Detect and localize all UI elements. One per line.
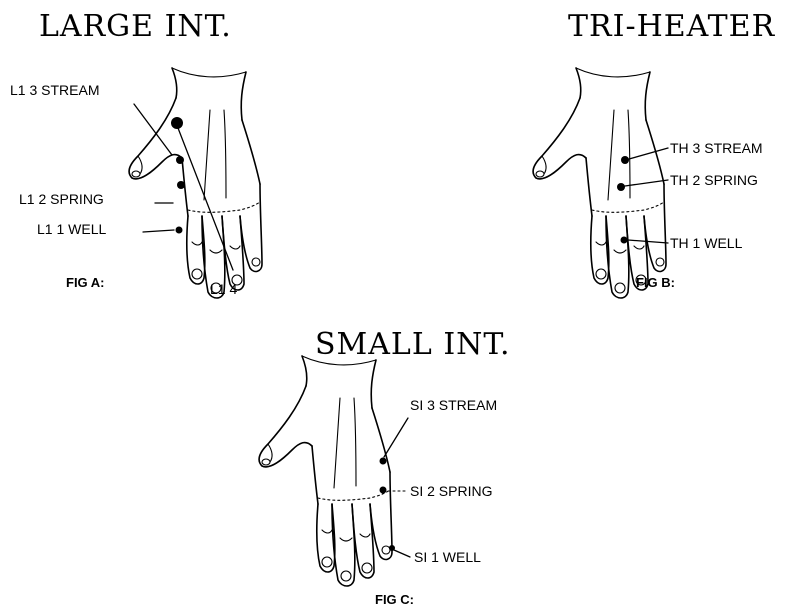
th-2-spring-point (617, 183, 625, 191)
l1-1-well-leader (143, 230, 174, 232)
l1-3-stream-label: L1 3 STREAM (10, 83, 99, 97)
figure-c-title: SMALL INT. (315, 330, 511, 360)
l1-3-stream-leader (134, 104, 172, 155)
th-3-stream-point (621, 156, 629, 164)
th-1-well-label: TH 1 WELL (670, 236, 742, 250)
l1-2-spring-point (177, 181, 185, 189)
th-1-well-point (621, 237, 628, 244)
si-1-well-leader (394, 550, 410, 557)
figure-a-title: LARGE INT. (39, 12, 232, 42)
si-2-spring-label: SI 2 SPRING (410, 484, 492, 498)
th-3-stream-leader (629, 148, 668, 159)
si-1-well-label: SI 1 WELL (414, 550, 481, 564)
si-3-stream-point (380, 458, 387, 465)
l1-1-well-label: L1 1 WELL (37, 222, 106, 236)
si-3-stream-leader (384, 418, 408, 457)
l1-4-label: L1 4 (210, 282, 237, 296)
th-2-spring-leader (625, 180, 668, 186)
l1-3-stream-point (176, 156, 184, 164)
th-2-spring-label: TH 2 SPRING (670, 173, 758, 187)
l1-4-point (171, 117, 183, 129)
hand-figure-a (129, 68, 262, 298)
si-3-stream-label: SI 3 STREAM (410, 398, 497, 412)
figure-c-caption: FIG C: (375, 593, 414, 606)
figure-a-caption: FIG A: (66, 276, 105, 289)
th-3-stream-label: TH 3 STREAM (670, 141, 763, 155)
figure-b-caption: FIG B: (636, 276, 675, 289)
l1-2-spring-label: L1 2 SPRING (19, 192, 104, 206)
si-2-spring-point (380, 487, 387, 494)
l1-1-well-point (176, 227, 183, 234)
hand-figure-c (259, 356, 410, 586)
hand-figure-b (533, 68, 668, 298)
figure-b-title: TRI-HEATER (568, 12, 775, 42)
